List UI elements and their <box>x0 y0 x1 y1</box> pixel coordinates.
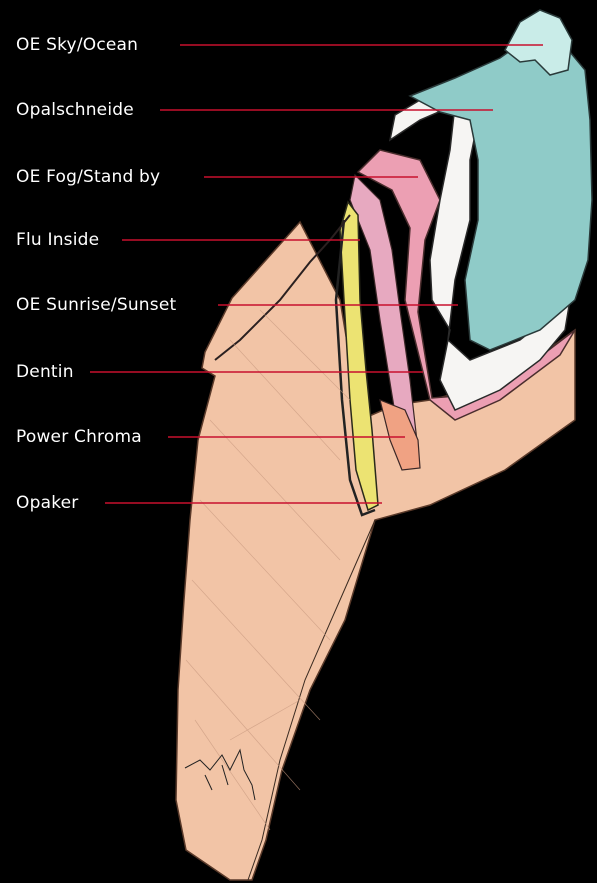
label-flu-inside: Flu Inside <box>16 230 99 250</box>
label-oe-sunrise-sunset: OE Sunrise/Sunset <box>16 295 176 315</box>
label-oe-sky-ocean: OE Sky/Ocean <box>16 35 138 55</box>
label-oe-fog-stand-by: OE Fog/Stand by <box>16 167 160 187</box>
label-opaker: Opaker <box>16 493 78 513</box>
label-opalschneide: Opalschneide <box>16 100 134 120</box>
label-power-chroma: Power Chroma <box>16 427 142 447</box>
label-dentin: Dentin <box>16 362 74 382</box>
